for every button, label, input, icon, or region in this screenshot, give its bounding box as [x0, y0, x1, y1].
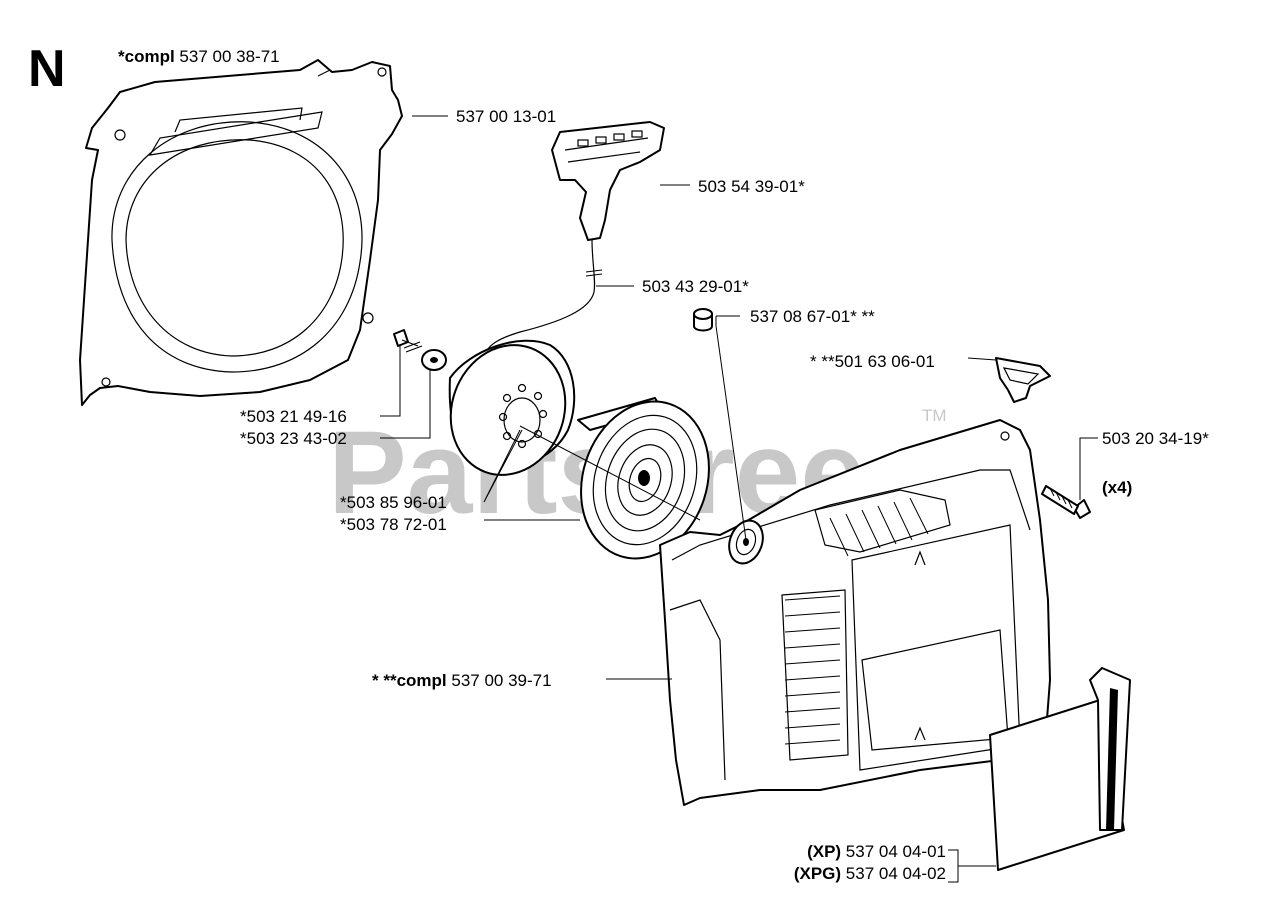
label-screw-long-qty: (x4) — [1102, 478, 1132, 497]
label-cover-compl: * **compl 537 00 39-71 — [372, 671, 552, 690]
leader-lines — [317, 69, 1098, 883]
starter-housing-part[interactable] — [79, 59, 403, 406]
bushing-part[interactable] — [693, 308, 713, 332]
starter-handle-part[interactable] — [551, 121, 665, 241]
decal-part[interactable] — [989, 667, 1131, 871]
watermark-trademark: TM — [922, 406, 947, 425]
label-spring: *503 78 72-01 — [340, 515, 447, 534]
recoil-spring-part[interactable] — [561, 385, 728, 575]
label-handle: 503 54 39-01* — [698, 177, 805, 196]
pulley-part[interactable] — [433, 329, 583, 491]
label-pulley: *503 85 96-01 — [340, 493, 447, 512]
cover-washer-part[interactable] — [723, 516, 768, 568]
label-screw-long: 503 20 34-19* — [1102, 429, 1209, 448]
label-bushing: 537 08 67-01* ** — [750, 307, 875, 326]
label-plug: * **501 63 06-01 — [810, 352, 935, 371]
washer-part[interactable] — [421, 349, 447, 371]
label-cord: 503 43 29-01* — [642, 277, 749, 296]
starter-cover-part[interactable] — [659, 419, 1051, 806]
screw-long-part[interactable] — [1041, 485, 1091, 519]
label-housing: 537 00 13-01 — [456, 107, 556, 126]
screw-small-part[interactable] — [393, 329, 423, 353]
label-washer: *503 23 43-02 — [240, 429, 347, 448]
plug-part[interactable] — [995, 357, 1051, 403]
label-starter-housing-compl: *compl 537 00 38-71 — [118, 47, 280, 66]
section-letter: N — [28, 40, 66, 98]
label-decal-xp: (XP) 537 04 04-01 — [807, 842, 946, 861]
starter-cord-part[interactable] — [485, 239, 596, 353]
label-screw-small: *503 21 49-16 — [240, 407, 347, 426]
label-decal-xpg: (XPG) 537 04 04-02 — [794, 864, 946, 883]
